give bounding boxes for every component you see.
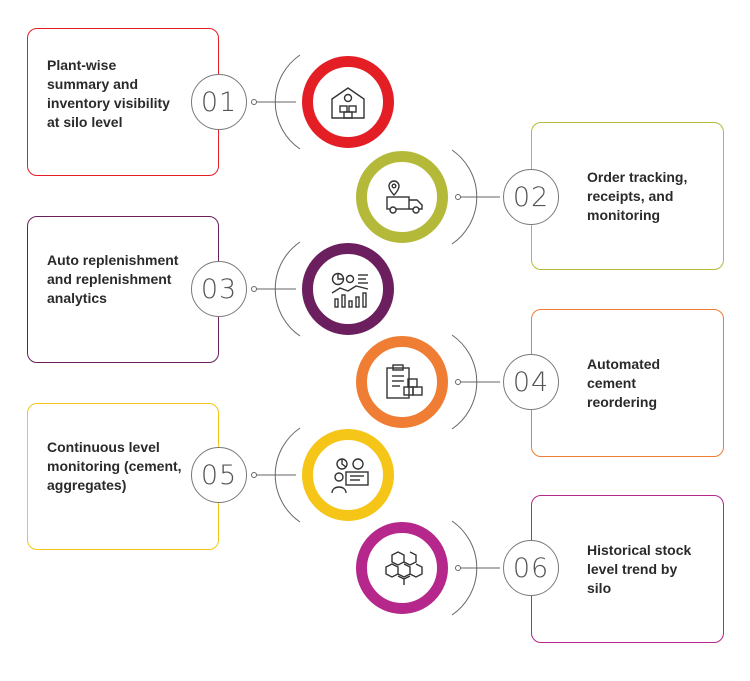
step-text: Order tracking, receipts, and monitoring (587, 169, 688, 223)
analytics-icon (331, 272, 369, 308)
step-icon-ring (356, 336, 448, 428)
step-card-03: Auto replenishment and replenishment ana… (27, 216, 219, 363)
step-number: 04 (503, 354, 559, 410)
monitoring-icon (331, 458, 369, 494)
warehouse-icon (331, 87, 365, 119)
step-icon-ring (356, 522, 448, 614)
step-icon-ring (302, 56, 394, 148)
step-number: 06 (503, 540, 559, 596)
step-card-04: Automated cement reordering (531, 309, 724, 457)
clipboard-boxes-icon (386, 364, 423, 399)
step-text: Continuous level monitoring (cement, agg… (47, 439, 182, 493)
step-number: 03 (191, 261, 247, 317)
step-text: Automated cement reordering (587, 356, 661, 410)
step-icon-ring (302, 243, 394, 335)
step-card-01: Plant-wise summary and inventory visibil… (27, 28, 219, 176)
step-card-02: Order tracking, receipts, and monitoring (531, 122, 724, 270)
step-text: Historical stock level trend by silo (587, 542, 692, 596)
step-card-06: Historical stock level trend by silo (531, 495, 724, 643)
step-number: 05 (191, 447, 247, 503)
step-card-05: Continuous level monitoring (cement, agg… (27, 403, 219, 550)
step-number: 02 (503, 169, 559, 225)
step-text: Auto replenishment and replenishment ana… (47, 252, 179, 306)
step-text: Plant-wise summary and inventory visibil… (47, 57, 170, 130)
step-number: 01 (191, 74, 247, 130)
step-icon-ring (356, 151, 448, 243)
step-icon-ring (302, 429, 394, 521)
delivery-truck-icon (386, 180, 423, 214)
stacked-boxes-icon (385, 551, 423, 585)
